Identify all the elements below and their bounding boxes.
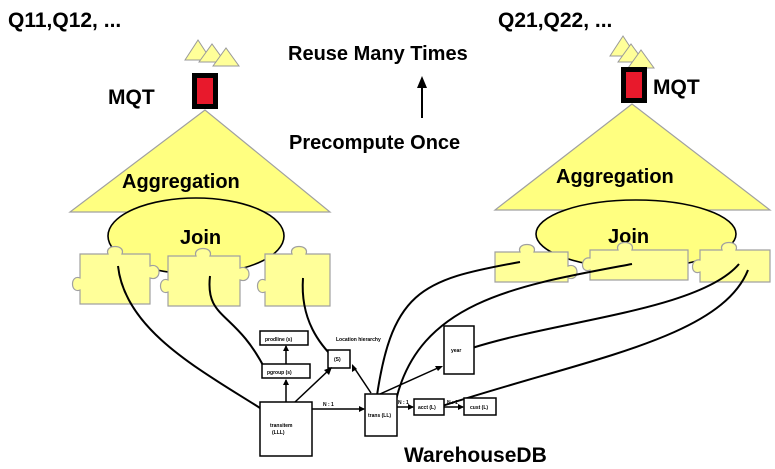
right-aggregation-cone: [493, 103, 772, 211]
table-prodline[interactable]: [259, 330, 309, 346]
connector-wires: [117, 261, 749, 411]
reuse-label: Reuse Many Times: [288, 43, 468, 65]
table-trans[interactable]: [364, 393, 398, 437]
relation-label-2: N : 1: [398, 400, 409, 406]
warehouse-schema: prodline (s) pgroup (s) Location hierarc…: [259, 325, 497, 457]
table-cust-label: cust (L): [470, 405, 488, 411]
right-mqt-icon: [626, 72, 642, 98]
right-query-triangles-icon: [609, 35, 655, 69]
left-aggregation-cone: [68, 109, 332, 213]
right-puzzle-piece-1: [494, 243, 578, 283]
left-puzzle-pieces: [71, 245, 331, 307]
left-queries-label: Q11,Q12, ...: [8, 9, 121, 32]
arrow-up-icon: [417, 76, 427, 88]
table-cust[interactable]: [463, 397, 497, 416]
table-year[interactable]: [443, 325, 475, 375]
left-mqt-icon: [197, 78, 213, 104]
location-hierarchy-label: Location hierarchy: [336, 337, 381, 343]
table-year-label: year: [451, 348, 461, 354]
left-query-triangles-icon: [184, 39, 240, 67]
table-transitem-label: transitem: [270, 423, 293, 429]
left-puzzle-piece-2: [159, 247, 250, 307]
relation-label-1: N : 1: [323, 402, 334, 408]
right-aggregation-label: Aggregation: [556, 166, 674, 188]
warehouse-title: WarehouseDB: [404, 444, 547, 467]
right-puzzle-piece-2: [581, 241, 689, 281]
right-puzzle-pieces: [494, 241, 771, 283]
left-aggregation-label: Aggregation: [122, 171, 240, 193]
table-location[interactable]: [327, 349, 351, 369]
right-mqt-label: MQT: [653, 76, 700, 99]
table-transitem-ll-label: (LLL): [272, 430, 285, 436]
table-prodline-label: prodline (s): [265, 337, 293, 343]
table-trans-label: trans (LL): [368, 413, 391, 419]
table-pgroup-label: pgroup (s): [267, 370, 292, 376]
right-puzzle-piece-3: [691, 241, 771, 283]
relation-label-3: N : 1: [447, 400, 458, 406]
right-queries-label: Q21,Q22, ...: [498, 9, 612, 32]
left-puzzle-piece-3: [256, 245, 331, 307]
table-transitem[interactable]: [259, 401, 313, 457]
left-puzzle-piece-1: [71, 245, 160, 305]
left-mqt-label: MQT: [108, 86, 155, 109]
precompute-label: Precompute Once: [289, 132, 460, 154]
table-acct-label: acct (L): [418, 405, 436, 411]
location-s-label: (S): [334, 357, 341, 363]
right-join-label: Join: [608, 226, 649, 248]
left-join-label: Join: [180, 227, 221, 249]
